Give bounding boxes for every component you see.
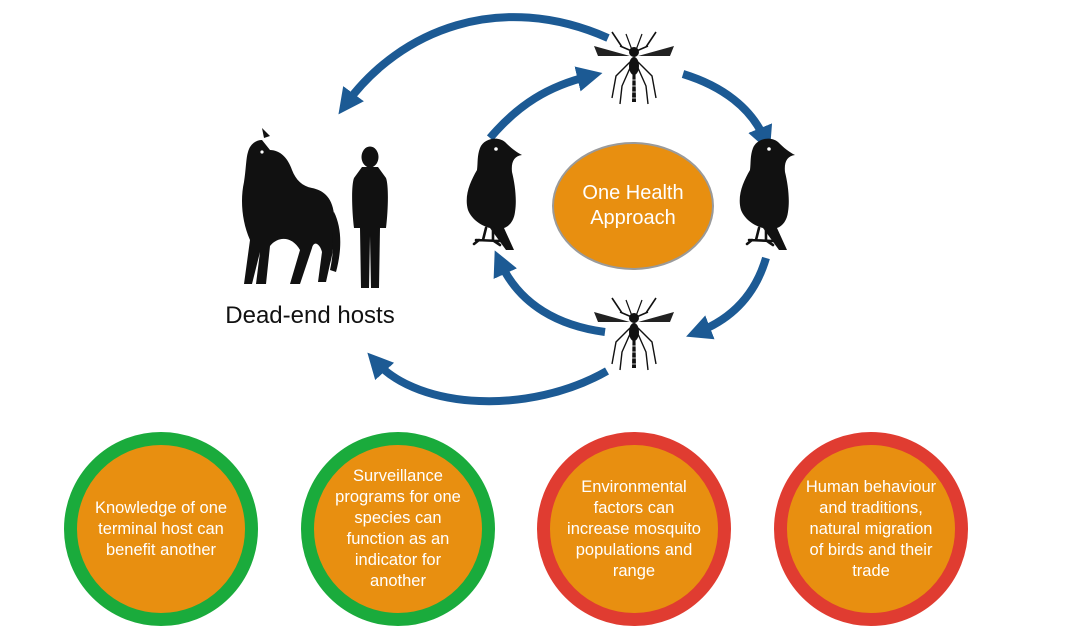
- arrow-mosquito-to-bird-right: [681, 70, 773, 152]
- factor-circle-environmental: Environmental factors can increase mosqu…: [537, 432, 731, 626]
- mosquito-icon-top: [593, 31, 675, 105]
- mosquito-icon-bottom: [593, 297, 675, 371]
- arrow-mosquito-to-dead-end-top: [338, 13, 610, 115]
- crow-icon-left: [465, 137, 524, 252]
- dead-end-hosts-label: Dead-end hosts: [225, 302, 395, 329]
- factor-circle-knowledge: Knowledge of one terminal host can benef…: [64, 432, 258, 626]
- arrow-bird-to-mosquito-bottom: [686, 256, 770, 340]
- factor-circle-surveillance: Surveillance programs for one species ca…: [301, 432, 495, 626]
- crow-icon-right: [738, 137, 797, 252]
- arrow-mosquito-to-bird-left: [493, 250, 606, 336]
- arrow-bird-to-mosquito-top: [486, 66, 603, 141]
- one-health-circle: One Health Approach: [552, 142, 714, 270]
- arrow-mosquito-to-dead-end-bottom: [367, 352, 609, 406]
- human-icon: [352, 146, 388, 288]
- horse-icon: [242, 128, 341, 284]
- factor-circle-human-behaviour: Human behaviour and traditions, natural …: [774, 432, 968, 626]
